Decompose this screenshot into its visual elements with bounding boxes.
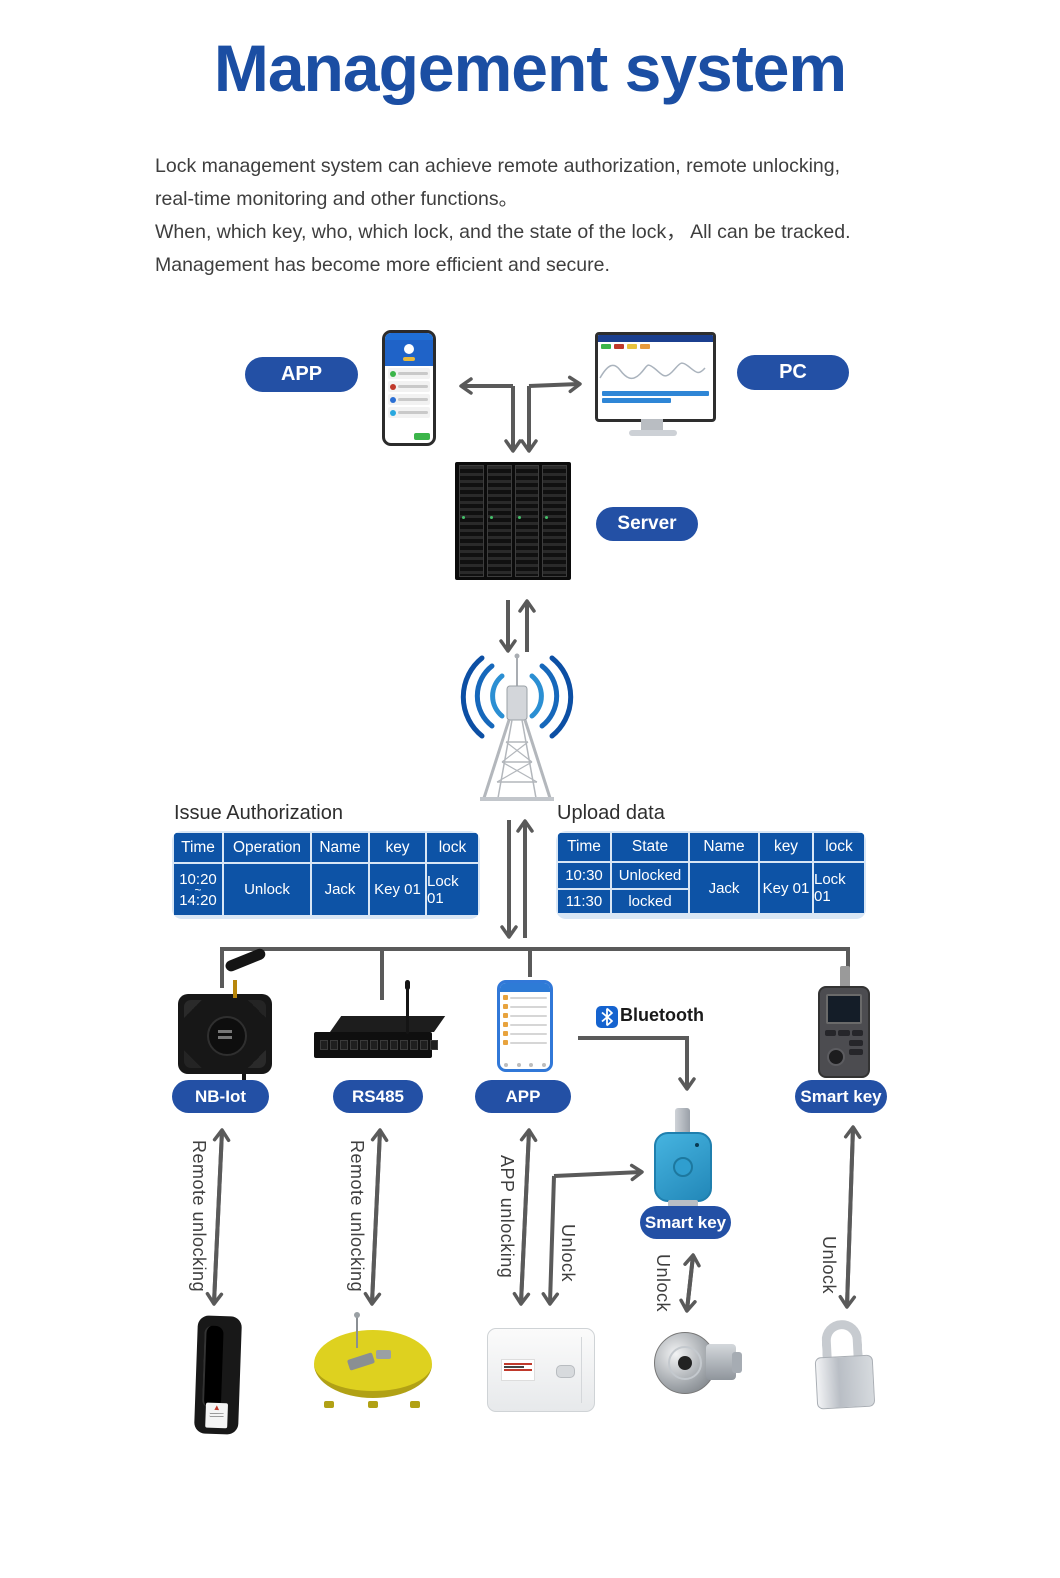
flow-label-remote-unlocking-2: Remote unlocking	[347, 1140, 367, 1293]
cell-time-1: 10:30	[558, 863, 610, 888]
bluetooth-icon	[596, 1006, 618, 1028]
phone-statusbar	[385, 333, 433, 340]
bluetooth-label: Bluetooth	[620, 1005, 704, 1025]
round-well-lock-image	[314, 1312, 432, 1408]
upload-data-table: Time State Name key lock 10:30 Unlocked …	[556, 831, 866, 919]
rs485-antenna	[405, 980, 410, 1034]
server-node-pill: Server	[596, 507, 698, 541]
pc-base	[629, 430, 677, 436]
connector-rs-lock	[370, 1128, 389, 1304]
connector-sk-lock	[843, 1125, 862, 1307]
connector-server-to-pc	[528, 375, 582, 394]
connector-branch-lock	[541, 1175, 560, 1306]
wifi-arc-icon	[474, 663, 495, 729]
pc-stand	[641, 419, 663, 431]
server-racks-image	[455, 462, 571, 580]
issue-authorization-table: Time Operation Name key lock 10:20 ~ 14:…	[172, 831, 480, 919]
column-header-name: Name	[690, 833, 758, 861]
column-header-name: Name	[312, 833, 368, 862]
nb-iot-device-image	[178, 994, 272, 1074]
wifi-arc-icon	[539, 663, 560, 729]
connector-nb-lock	[212, 1128, 231, 1304]
wifi-arc-icon	[490, 673, 505, 719]
flow-label-unlock-center: Unlock	[653, 1254, 673, 1313]
column-header-lock: lock	[427, 833, 478, 862]
cell-key: Key 01	[760, 863, 812, 913]
cell-key: Key 01	[370, 864, 425, 915]
intro-line: Management has become more efficient and…	[155, 254, 610, 276]
intro-line: When, which key, who, which lock, and th…	[155, 221, 851, 243]
connector-bluetooth	[578, 1036, 696, 1091]
app-phone-image-bottom	[497, 980, 553, 1072]
column-header-operation: Operation	[224, 833, 310, 862]
phone-header	[385, 340, 433, 366]
upload-data-heading: Upload data	[557, 802, 665, 824]
intro-text: Lock management system can achieve remot…	[155, 150, 965, 282]
padlock-image	[810, 1318, 881, 1410]
column-header-state: State	[612, 833, 688, 861]
flow-label-remote-unlocking-1: Remote unlocking	[189, 1140, 209, 1293]
page-title: Management system	[213, 31, 847, 105]
flow-label-app-unlocking: APP unlocking	[497, 1155, 517, 1279]
app-phone-image	[382, 330, 436, 446]
pc-node-pill: PC	[737, 355, 849, 390]
key-fob-image	[654, 1132, 712, 1202]
smart-key-right-pill: Smart key	[795, 1080, 887, 1113]
flow-label-unlock-right: Unlock	[819, 1236, 839, 1295]
smart-key-screen	[826, 994, 862, 1024]
rs485-switch-image	[330, 1016, 446, 1032]
wifi-arc-icon	[549, 655, 574, 739]
flow-label-unlock-branch: Unlock	[558, 1224, 578, 1283]
column-header-lock: lock	[814, 833, 864, 861]
key-fob-button	[673, 1157, 693, 1177]
intro-line: real-time monitoring and other functions…	[155, 188, 519, 210]
key-fob-tip	[675, 1108, 690, 1136]
column-header-time: Time	[558, 833, 610, 861]
pc-monitor-image	[595, 332, 716, 422]
cell-name: Jack	[690, 863, 758, 913]
cabinet-handle-lock-image: ▲	[193, 1315, 243, 1435]
rs485-switch-image	[314, 1032, 438, 1058]
cell-name: Jack	[312, 864, 368, 915]
cell-time-range: 10:20 ~ 14:20	[174, 864, 222, 915]
smart-key-antenna	[840, 966, 850, 988]
intro-line: Lock management system can achieve remot…	[155, 155, 841, 177]
connector-branch-key	[553, 1163, 644, 1182]
phone-button	[414, 433, 430, 440]
rs485-pill: RS485	[333, 1080, 423, 1113]
column-header-key: key	[370, 833, 425, 862]
nb-iot-pill: NB-Iot	[172, 1080, 269, 1113]
cell-lock: Lock 01	[427, 864, 478, 915]
connector-key-lock	[683, 1253, 701, 1311]
cell-time-2: 11:30	[558, 890, 610, 913]
meter-box-lock-image	[487, 1328, 595, 1412]
app-bottom-pill: APP	[475, 1080, 571, 1113]
smart-key-center-pill: Smart key	[640, 1206, 731, 1239]
key-fob-base	[668, 1200, 698, 1207]
cell-state-1: Unlocked	[612, 863, 688, 888]
pc-chart	[599, 362, 706, 380]
cell-lock: Lock 01	[814, 863, 864, 913]
app-node-pill: APP	[245, 357, 358, 392]
smart-key-knob	[827, 1048, 845, 1066]
connector-app-lock	[519, 1128, 538, 1304]
nb-iot-antenna	[233, 980, 237, 998]
column-header-time: Time	[174, 833, 222, 862]
wifi-arc-icon	[529, 673, 544, 719]
cell-operation: Unlock	[224, 864, 310, 915]
column-header-key: key	[760, 833, 812, 861]
cell-state-2: locked	[612, 890, 688, 913]
signal-tower-image	[460, 653, 574, 801]
issue-authorization-heading: Issue Authorization	[174, 802, 343, 824]
wifi-arc-icon	[460, 655, 485, 739]
